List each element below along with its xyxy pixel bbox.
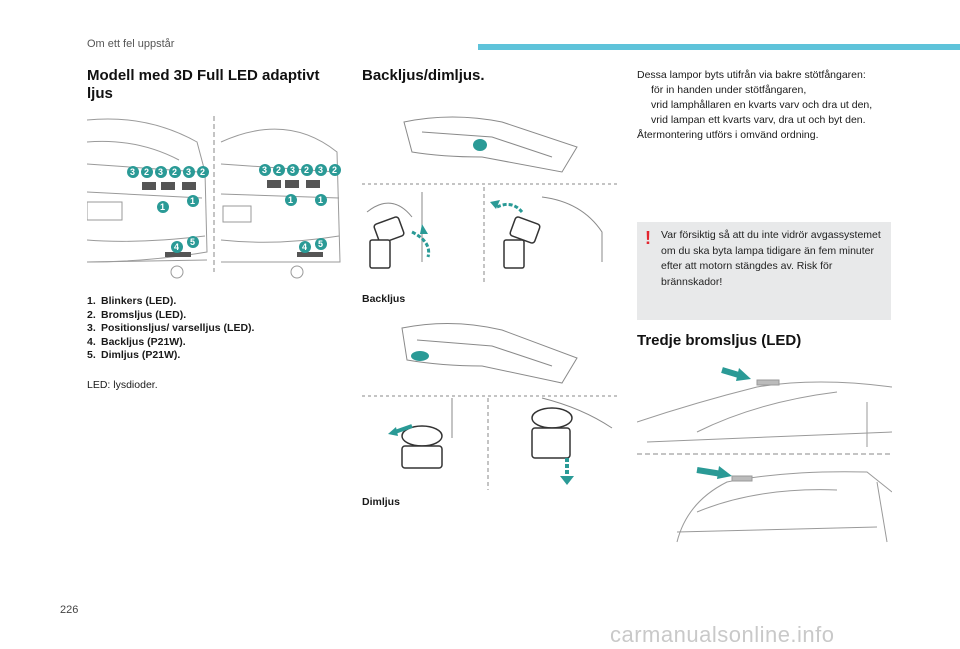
callout-5: 5 xyxy=(187,236,199,248)
callout-1: 1 xyxy=(315,194,327,206)
svg-text:4: 4 xyxy=(174,242,179,252)
svg-text:2: 2 xyxy=(304,165,309,175)
caption-fog: Dimljus xyxy=(362,496,400,508)
callout-2: 2 xyxy=(169,166,181,178)
svg-text:4: 4 xyxy=(302,242,307,252)
caption-reverse: Backljus xyxy=(362,293,406,305)
callout-3: 3 xyxy=(183,166,195,178)
callout-1: 1 xyxy=(157,201,169,213)
callout-2: 2 xyxy=(329,164,341,176)
instructions-intro: Dessa lampor byts utifrån via bakre stöt… xyxy=(637,69,866,81)
legend-item: 2.Bromsljus (LED). xyxy=(87,308,187,321)
checkbox-bullet-icon xyxy=(637,113,651,128)
svg-text:3: 3 xyxy=(186,167,191,177)
legend-item: 3.Positionsljus/ varselljus (LED). xyxy=(87,322,255,334)
page-number: 226 xyxy=(60,604,79,616)
watermark: carmanualsonline.info xyxy=(610,622,835,647)
callout-3: 3 xyxy=(315,164,327,176)
instruction-step: för in handen under stötfångaren, xyxy=(637,83,892,98)
legend-item: 5.Dimljus (P21W). xyxy=(87,349,181,361)
heading-third-brake-light: Tredje bromsljus (LED) xyxy=(637,332,802,349)
svg-text:3: 3 xyxy=(290,165,295,175)
bulb-legend: 1.Blinkers (LED). 2.Bromsljus (LED). 3.P… xyxy=(87,295,342,363)
rear-lights-illustration: 3 2 3 2 3 2 1 1 4 5 3 2 3 2 3 2 1 1 4 5 xyxy=(87,112,342,282)
section-label: Om ett fel uppstår xyxy=(87,38,175,50)
section-accent-bar xyxy=(478,44,960,50)
svg-text:3: 3 xyxy=(130,167,135,177)
instruction-step: vrid lampan ett kvarts varv, dra ut och … xyxy=(637,113,892,128)
callout-4: 4 xyxy=(299,241,311,253)
reassembly-text: Återmontering utförs i omvänd ordning. xyxy=(637,129,819,141)
svg-text:2: 2 xyxy=(200,167,205,177)
callout-2: 2 xyxy=(141,166,153,178)
reverse-light-illustration xyxy=(362,116,618,282)
svg-text:3: 3 xyxy=(158,167,163,177)
callout-4: 4 xyxy=(171,241,183,253)
checkbox-bullet-icon xyxy=(637,83,651,98)
svg-text:3: 3 xyxy=(262,165,267,175)
callout-2: 2 xyxy=(301,164,313,176)
callout-1: 1 xyxy=(285,194,297,206)
warning-text: Var försiktig så att du inte vidrör avga… xyxy=(661,229,881,288)
callout-2: 2 xyxy=(273,164,285,176)
svg-text:5: 5 xyxy=(318,239,323,249)
fog-light-illustration xyxy=(362,322,618,490)
callout-3: 3 xyxy=(155,166,167,178)
third-brake-light-illustration xyxy=(637,367,892,543)
svg-text:2: 2 xyxy=(172,167,177,177)
callout-2: 2 xyxy=(197,166,209,178)
callout-3: 3 xyxy=(127,166,139,178)
svg-text:1: 1 xyxy=(190,196,195,206)
warning-icon: ! xyxy=(645,228,651,248)
svg-text:5: 5 xyxy=(190,237,195,247)
svg-text:1: 1 xyxy=(160,202,165,212)
callout-3: 3 xyxy=(287,164,299,176)
warning-box xyxy=(637,222,891,320)
heading-reverse-fog: Backljus/dimljus. xyxy=(362,67,485,84)
callout-1: 1 xyxy=(187,195,199,207)
svg-text:2: 2 xyxy=(276,165,281,175)
checkbox-bullet-icon xyxy=(637,98,651,113)
svg-text:2: 2 xyxy=(144,167,149,177)
legend-item: 1.Blinkers (LED). xyxy=(87,295,177,307)
replacement-instructions: Dessa lampor byts utifrån via bakre stöt… xyxy=(637,68,892,143)
callout-3: 3 xyxy=(259,164,271,176)
svg-text:2: 2 xyxy=(332,165,337,175)
callout-5: 5 xyxy=(315,238,327,250)
instruction-step: vrid lamphållaren en kvarts varv och dra… xyxy=(637,98,892,113)
svg-text:1: 1 xyxy=(318,195,323,205)
led-note: LED: lysdioder. xyxy=(87,379,158,391)
heading-led-model: Modell med 3D Full LED adaptivt ljus xyxy=(87,67,320,102)
legend-item: 4.Backljus (P21W). xyxy=(87,335,186,348)
svg-text:3: 3 xyxy=(318,165,323,175)
svg-text:1: 1 xyxy=(288,195,293,205)
